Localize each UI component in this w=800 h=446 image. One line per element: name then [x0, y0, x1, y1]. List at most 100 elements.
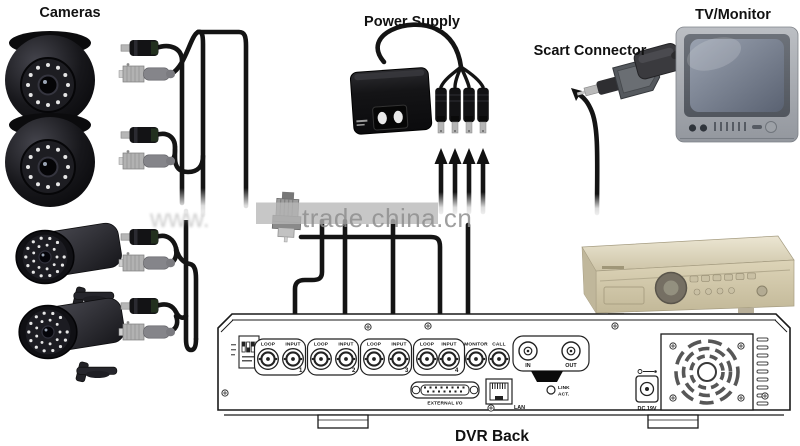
input1-wire — [292, 218, 325, 331]
bullet-camera-4-icon — [18, 295, 128, 384]
panel-screw-5 — [761, 392, 769, 400]
power-brick-icon — [349, 67, 433, 135]
dc-splitter-plug-2-icon — [448, 87, 462, 134]
dvr-foot-right — [647, 414, 699, 429]
call-bnc-jack — [487, 347, 511, 371]
loop4-bnc-jack — [415, 347, 439, 371]
watermark-prefix: www. — [149, 205, 210, 233]
watermark-band — [256, 202, 438, 224]
dome-camera-2-icon — [4, 112, 96, 208]
panel-screw-4 — [221, 389, 229, 397]
out-label: OUT — [565, 363, 577, 369]
watermark-text: trade.china.cn — [302, 203, 472, 233]
tv-knob-2 — [699, 124, 708, 132]
tv-monitor-heading: TV/Monitor — [695, 7, 771, 23]
tv-icon — [675, 26, 799, 143]
tv-screen — [690, 39, 784, 112]
power-cord-wire — [375, 22, 464, 70]
act-label: ACT. — [558, 392, 569, 398]
link-label: LINK — [558, 385, 570, 391]
tv-knob-1 — [688, 124, 697, 132]
external-io-label: EXTERNAL I/O — [427, 401, 462, 407]
power-supply-unit — [349, 22, 490, 135]
loop3-bnc-jack — [362, 347, 386, 371]
camera-bus-wire-c — [195, 29, 249, 209]
loop-label-3: LOOP — [367, 342, 382, 348]
dvr-front-icon — [581, 235, 795, 318]
camera-bus-wire-b — [195, 29, 206, 218]
channel-group-4: LOOP INPUT 4 — [412, 338, 466, 376]
loop-label-1: LOOP — [261, 342, 276, 348]
camera3-power-wire — [153, 233, 179, 251]
input-label-2: INPUT — [338, 342, 353, 348]
call-label: CALL — [492, 342, 505, 348]
channel-group-2: LOOP INPUT 2 — [306, 338, 360, 376]
monitor-feed-wire — [298, 234, 443, 331]
dvr-back-panel: LOOP INPUT 1 LOOP INPUT 2 LOOP INPUT 3 L… — [217, 313, 791, 429]
in-label: IN — [525, 363, 530, 369]
camera4-power-wire — [153, 302, 179, 315]
loop-label-4: LOOP — [420, 342, 435, 348]
panel-notch — [531, 371, 563, 382]
dome-camera-1-icon — [4, 30, 96, 126]
wire-fade-power — [432, 192, 494, 220]
camera2-bus-hook-wire — [172, 144, 206, 175]
dvr-back-heading: DVR Back — [455, 428, 529, 445]
dc-jack-port: DC 19V — [635, 369, 659, 412]
splitter-lead-4 — [459, 65, 485, 89]
power-supply-heading: Power Supply — [364, 14, 460, 30]
channel-group-1: LOOP INPUT 1 — [253, 338, 307, 376]
wire-fade-left — [166, 188, 260, 220]
input-label-1: INPUT — [285, 342, 300, 348]
link-act-indicator: LINK ACT. — [546, 385, 570, 398]
input1-bnc-jack — [281, 347, 305, 371]
bullet-camera-3-icon — [15, 220, 125, 309]
dc-splitter-plug-3-icon — [462, 87, 476, 134]
input2-bnc-jack — [334, 347, 358, 371]
input-label-4: INPUT — [441, 342, 456, 348]
channel-group-3: LOOP INPUT 3 — [359, 338, 413, 376]
channel-number-2: 2 — [352, 368, 356, 374]
dvr-buttons — [689, 272, 756, 296]
loop1-bnc-jack — [256, 347, 280, 371]
cameras-heading: Cameras — [39, 5, 100, 21]
in-out-group: IN OUT — [512, 335, 590, 382]
lan-port: LAN — [485, 378, 525, 412]
scart-connector-heading: Scart Connector — [534, 43, 647, 59]
dvr-foot-left — [317, 414, 369, 429]
camera3-bus-link-wire — [173, 245, 199, 342]
channel-number-1: 1 — [299, 368, 303, 374]
loop-label-2: LOOP — [314, 342, 329, 348]
loop2-bnc-jack — [309, 347, 333, 371]
dc-splitter-plug-4-icon — [476, 87, 490, 134]
scart-arrow-icon — [571, 88, 582, 101]
input-label-3: INPUT — [391, 342, 406, 348]
camera1-video-wire — [168, 29, 201, 77]
cooling-fan-icon — [660, 333, 754, 411]
tv-vent-slots — [714, 122, 746, 131]
camera2-power-wire — [153, 131, 178, 150]
camera-bus-wire-d — [183, 208, 199, 353]
panel-screw-lan — [487, 404, 495, 412]
monitor-label: MONITOR — [464, 342, 488, 348]
lan-label: LAN — [514, 405, 525, 411]
watermark: www. trade.china.cn — [149, 202, 472, 233]
input3-bnc-jack — [387, 347, 411, 371]
external-io-port: EXTERNAL I/O — [410, 381, 480, 407]
monitor-bnc-jack — [464, 347, 488, 371]
panel-screw-2 — [424, 322, 432, 330]
dc-splitter-plug-1-icon — [434, 87, 448, 134]
side-vent-slots — [756, 337, 769, 406]
camera4-bus-hook-wire — [173, 309, 189, 320]
panel-screw-3 — [611, 322, 619, 330]
tv-power-button — [765, 121, 777, 133]
input4-bnc-jack — [437, 347, 461, 371]
channel-number-4: 4 — [455, 368, 459, 374]
channel-number-3: 3 — [405, 368, 409, 374]
panel-screw-1 — [364, 323, 372, 331]
scart-arrow-wire — [577, 92, 600, 216]
dc-19v-label: DC 19V — [638, 406, 657, 412]
dvr-power-button — [756, 285, 768, 297]
